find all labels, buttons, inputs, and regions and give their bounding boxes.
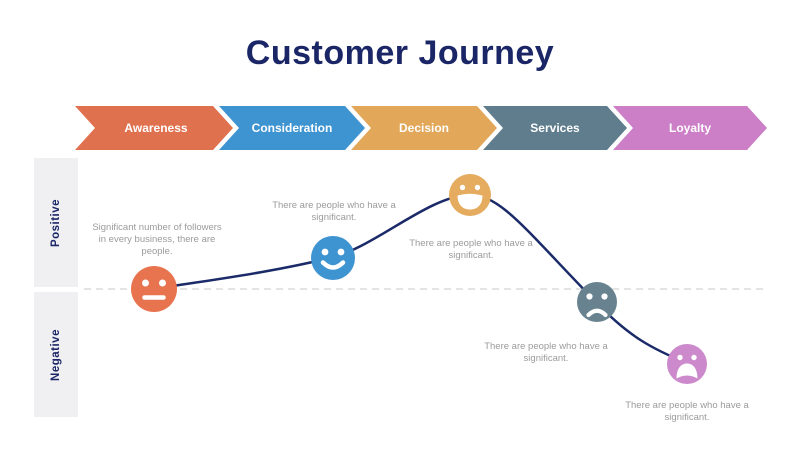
stage-chevron-loyalty (613, 106, 767, 150)
face-eye (459, 184, 466, 191)
stage-chevron-services (483, 106, 627, 150)
face-eye (159, 279, 166, 287)
face-mouth-laugh (457, 193, 483, 210)
page-title: Customer Journey (245, 34, 555, 72)
face-mouth-smile (320, 260, 346, 270)
stage-label-services: Services (530, 121, 580, 135)
caption-loyalty: There are people who have a significant. (625, 400, 749, 424)
positive-axis-bar: Positive (34, 158, 78, 287)
caption-awareness: Significant number of followers in every… (92, 222, 222, 258)
face-mouth-frown (586, 308, 608, 318)
neutral-face-icon (131, 266, 177, 312)
stage-chevron-awareness (75, 106, 233, 150)
stage-banner: Awareness Consideration Decision Service… (75, 106, 767, 150)
face-eye (691, 354, 697, 361)
caption-services: There are people who have a significant. (484, 341, 608, 365)
face-eye (337, 248, 345, 256)
face-eye (677, 354, 683, 361)
journey-curve-line (152, 193, 689, 365)
stage-chevron-consideration (219, 106, 365, 150)
face-eye (142, 279, 149, 287)
face-eye (474, 184, 481, 191)
stage-label-decision: Decision (399, 121, 449, 135)
face-mouth-wail (676, 363, 698, 379)
caption-decision: There are people who have a significant. (409, 238, 533, 262)
wailing-face-icon (667, 344, 707, 384)
stage-chevron-decision (351, 106, 497, 150)
stage-label-awareness: Awareness (124, 121, 187, 135)
face-eye (586, 293, 593, 300)
stage-label-loyalty: Loyalty (669, 121, 711, 135)
frowning-face-icon (577, 282, 617, 322)
negative-axis-bar: Negative (34, 292, 78, 417)
caption-consideration: There are people who have a significant. (272, 200, 396, 224)
stage-label-consideration: Consideration (252, 121, 333, 135)
face-eye (601, 293, 608, 300)
smiling-face-icon (311, 236, 355, 280)
laughing-face-icon (449, 174, 491, 216)
face-eye (321, 248, 329, 256)
